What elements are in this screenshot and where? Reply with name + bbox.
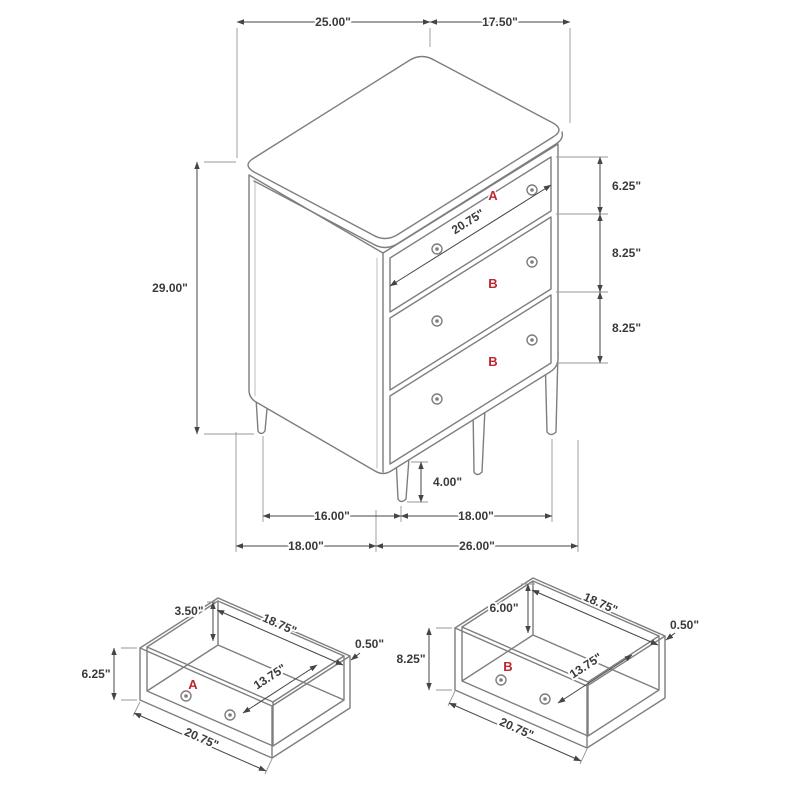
dim-overall-height: 29.00" — [152, 281, 188, 295]
drawer-knob-dot — [435, 247, 439, 251]
leader-b-wall-thickness — [665, 632, 676, 641]
drawer-knob-dot — [184, 694, 188, 698]
drawer-a-detail-label: A — [188, 677, 198, 692]
dim-line-b-inner-width — [531, 589, 659, 646]
chest-legs — [255, 351, 559, 503]
dim-top-depth: 17.50" — [482, 15, 518, 29]
drawer-a-detail: A 6.25" 3.50" 18.75" 0.50" 13.75" 20.75" — [79, 597, 386, 775]
dim-footprint-depth: 18.00" — [288, 539, 324, 553]
chest-rounded-post-lines — [254, 181, 378, 469]
drawer-knob-dot — [530, 338, 534, 342]
drawer-knob-dot — [543, 697, 547, 701]
dim-drawer-b1-height: 8.25" — [612, 246, 641, 260]
dim-leg-span-depth: 16.00" — [314, 509, 350, 523]
dim-b-front-height: 8.25" — [396, 652, 425, 666]
dim-a-back-height: 3.50" — [174, 604, 203, 618]
drawer-b-box — [454, 577, 666, 749]
dim-line-a-inner-width — [216, 609, 344, 666]
drawer-b-detail-label: B — [503, 659, 512, 674]
chest-isometric-view: A B B — [247, 55, 564, 503]
chest-top-slab — [247, 55, 560, 240]
drawer-b2-label: B — [488, 354, 497, 369]
dim-line-a-front-width — [133, 712, 267, 772]
drawer-knob-dot — [435, 397, 439, 401]
dim-leg-span-width: 18.00" — [458, 509, 494, 523]
leader-a-wall-thickness — [350, 652, 361, 661]
drawer-knob-dot — [435, 319, 439, 323]
drawer-knob-dot — [530, 188, 534, 192]
dim-b-wall-thickness: 0.50" — [670, 618, 699, 632]
dim-footprint-width: 26.00" — [459, 539, 495, 553]
dim-b-back-height: 6.00" — [489, 601, 518, 615]
dim-leg-height: 4.00" — [433, 475, 462, 489]
drawer-a-label: A — [488, 188, 498, 203]
dim-top-width: 25.00" — [315, 15, 351, 29]
dim-line-drawer-width — [389, 184, 552, 287]
drawer-knob-dot — [530, 260, 534, 264]
drawer-knob-dot — [499, 678, 503, 682]
dim-a-front-height: 6.25" — [81, 667, 110, 681]
dim-line-a-inner-depth — [242, 664, 318, 714]
drawer-b1-label: B — [488, 276, 497, 291]
dim-drawer-a-height: 6.25" — [612, 179, 641, 193]
drawer-b-detail: B 8.25" 6.00" 18.75" 0.50" 13.75" 20.75" — [394, 577, 701, 765]
drawer-knob-dot — [228, 713, 232, 717]
dim-a-wall-thickness: 0.50" — [355, 637, 384, 651]
dim-line-b-front-width — [448, 702, 582, 762]
dim-drawer-b2-height: 8.25" — [612, 321, 641, 335]
dim-line-b-inner-depth — [557, 654, 633, 704]
